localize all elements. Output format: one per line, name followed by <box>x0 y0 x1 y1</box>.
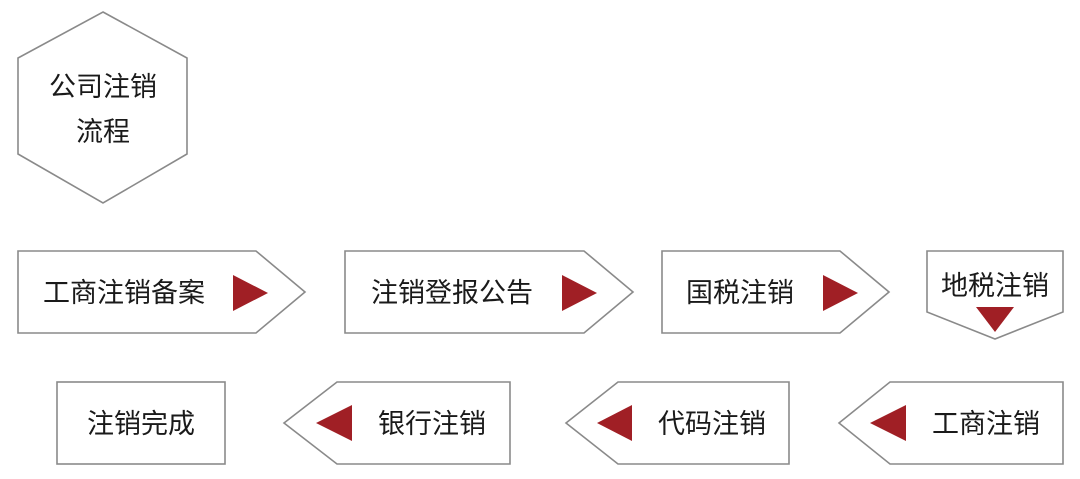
step-box-6: 代码注销 <box>564 381 790 465</box>
step-label-8: 注销完成 <box>87 409 195 440</box>
step-label-5: 工商注销 <box>932 409 1040 440</box>
step-box-4: 地税注销 <box>926 250 1064 340</box>
play-down-icon <box>976 307 1014 332</box>
step-label-7: 银行注销 <box>378 409 486 440</box>
title-hexagon: 公司注销 流程 <box>17 11 188 204</box>
play-left-icon <box>870 405 906 441</box>
title-line-1: 公司注销 <box>49 72 157 103</box>
step-label-3: 国税注销 <box>686 278 794 309</box>
play-left-icon <box>597 405 632 441</box>
play-right-icon <box>233 275 268 311</box>
step-label-1: 工商注销备案 <box>43 278 205 309</box>
step-label-4: 地税注销 <box>941 271 1049 302</box>
title-line-2: 流程 <box>76 117 130 148</box>
play-left-icon <box>316 405 352 441</box>
step-box-7: 银行注销 <box>282 381 511 465</box>
step-box-5: 工商注销 <box>837 381 1064 465</box>
play-right-icon <box>823 275 858 311</box>
step-box-1: 工商注销备案 <box>17 250 307 334</box>
step-label-2: 注销登报公告 <box>371 278 533 309</box>
step-box-2: 注销登报公告 <box>344 250 635 334</box>
step-label-6: 代码注销 <box>658 409 766 440</box>
play-right-icon <box>562 275 597 311</box>
step-box-3: 国税注销 <box>661 250 891 334</box>
step-box-8: 注销完成 <box>56 381 226 465</box>
